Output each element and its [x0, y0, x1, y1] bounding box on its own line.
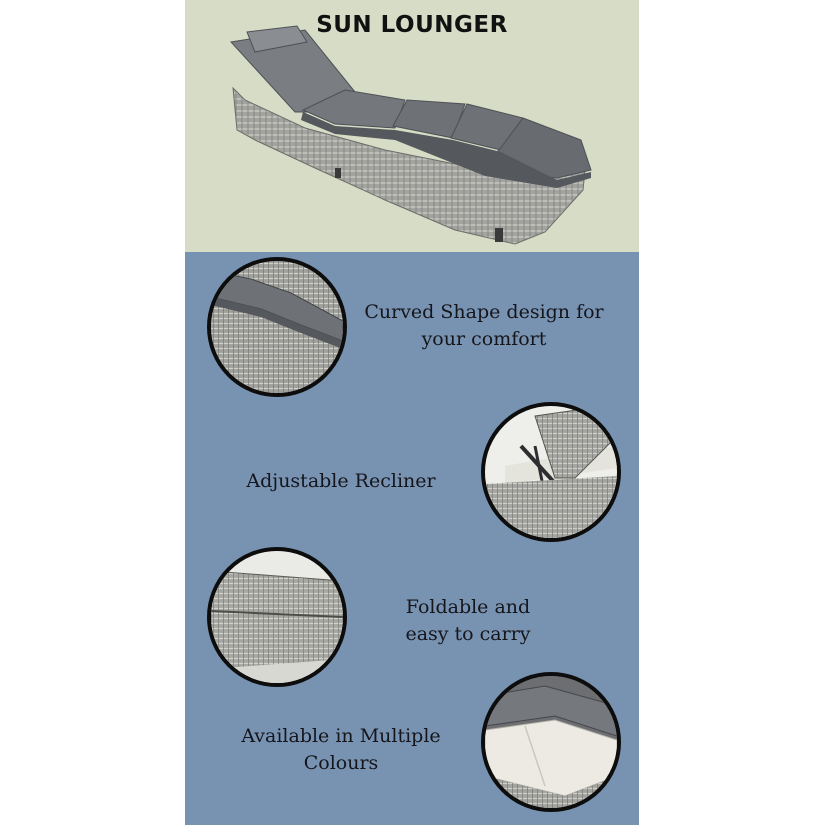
- caption-line: Adjustable Recliner: [246, 470, 436, 492]
- caption-line: Foldable and: [405, 596, 531, 618]
- feature-curved-shape-caption: Curved Shape design for your comfort: [357, 299, 611, 353]
- hero-title: SUN LOUNGER: [316, 12, 508, 38]
- caption-line: your comfort: [421, 328, 547, 350]
- hero-section: SUN LOUNGER: [185, 0, 639, 252]
- feature-recliner-caption: Adjustable Recliner: [213, 468, 469, 495]
- feature-colours-caption: Available in Multiple Colours: [213, 723, 469, 777]
- caption-line: Curved Shape design for: [364, 301, 604, 323]
- feature-foldable-image: [207, 547, 347, 687]
- sun-lounger-image: [230, 25, 592, 245]
- feature-colours-image: [481, 672, 621, 812]
- caption-line: easy to carry: [405, 623, 531, 645]
- feature-recliner-image: [481, 402, 621, 542]
- caption-line: Available in Multiple: [241, 725, 441, 747]
- feature-curved-shape-image: [207, 257, 347, 397]
- feature-foldable-caption: Foldable and easy to carry: [363, 594, 573, 648]
- product-poster: SUN LOUNGER Curved Shape design fo: [185, 0, 639, 825]
- caption-line: Colours: [303, 752, 379, 774]
- features-section: Curved Shape design for your comfort: [185, 252, 639, 825]
